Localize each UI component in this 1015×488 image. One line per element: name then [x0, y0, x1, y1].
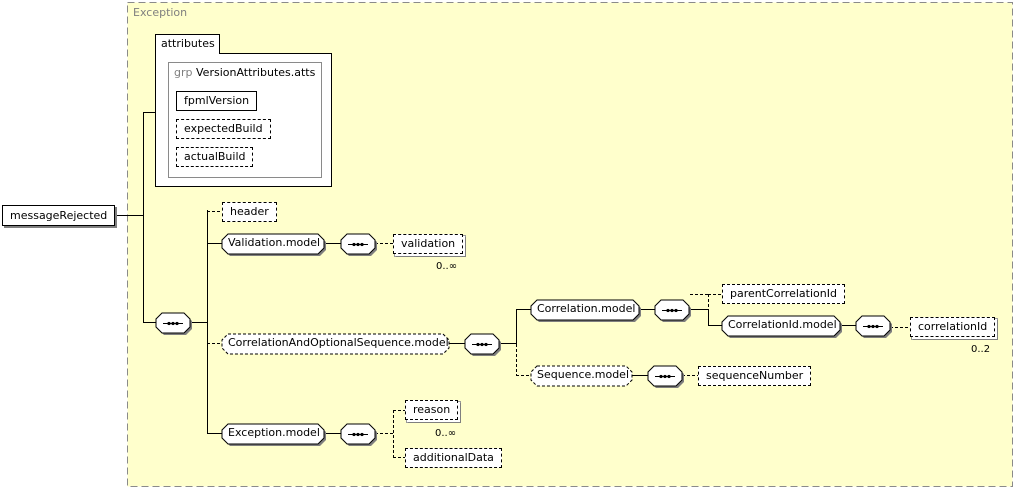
- correlation-seq-model-label[interactable]: CorrelationAndOptionalSequence.model: [228, 336, 449, 349]
- correlation-model-shape: [530, 299, 641, 322]
- root-element-message-rejected[interactable]: messageRejected: [2, 205, 116, 226]
- attribute-fpml-version[interactable]: fpmlVersion: [176, 91, 258, 111]
- sequence-compositor: [654, 299, 691, 322]
- attribute-actual-build[interactable]: actualBuild: [176, 147, 254, 167]
- correlation-model-label[interactable]: Correlation.model: [537, 302, 636, 315]
- container-label: Exception: [133, 6, 188, 19]
- element-reason[interactable]: reason: [405, 400, 459, 420]
- exception-model-shape: [221, 423, 326, 446]
- cardinality-reason: 0..∞: [435, 428, 457, 439]
- element-sequence-number[interactable]: sequenceNumber: [698, 366, 812, 386]
- cardinality-correlation-id: 0..2: [971, 344, 991, 355]
- exception-model-label[interactable]: Exception.model: [228, 426, 320, 439]
- sequence-compositor: [464, 333, 501, 356]
- attribute-group-name: VersionAttributes.atts: [196, 66, 316, 79]
- model-group-shapes: [221, 233, 842, 446]
- attribute-expected-build[interactable]: expectedBuild: [176, 119, 271, 139]
- sequence-compositors: [155, 233, 892, 446]
- element-correlation-id[interactable]: correlationId: [910, 317, 996, 337]
- sequence-compositor: [647, 365, 684, 388]
- element-header[interactable]: header: [222, 202, 277, 222]
- validation-model-shape: [221, 233, 326, 256]
- sequence-compositor: [155, 312, 192, 335]
- sequence-model-shape: [530, 365, 633, 387]
- correlation-seq-model-shape: [221, 333, 450, 355]
- cardinality-validation: 0..∞: [436, 261, 458, 272]
- correlation-id-model-shape: [721, 315, 842, 338]
- element-validation[interactable]: validation: [393, 234, 464, 254]
- grp-prefix: grp: [174, 66, 193, 79]
- sequence-compositor: [855, 315, 892, 338]
- element-parent-correlation-id[interactable]: parentCorrelationId: [722, 284, 845, 304]
- optional-connectors: [207, 210, 910, 458]
- correlation-id-model-label[interactable]: CorrelationId.model: [728, 318, 837, 331]
- sequence-model-label[interactable]: Sequence.model: [537, 368, 630, 381]
- attributes-tab-label: attributes: [161, 37, 215, 50]
- validation-model-label[interactable]: Validation.model: [228, 236, 321, 249]
- connectors: [114, 112, 856, 434]
- sequence-compositor: [340, 423, 377, 446]
- element-additional-data[interactable]: additionalData: [405, 448, 502, 468]
- sequence-compositor: [340, 233, 377, 256]
- attribute-group-header: grp VersionAttributes.atts: [174, 66, 315, 80]
